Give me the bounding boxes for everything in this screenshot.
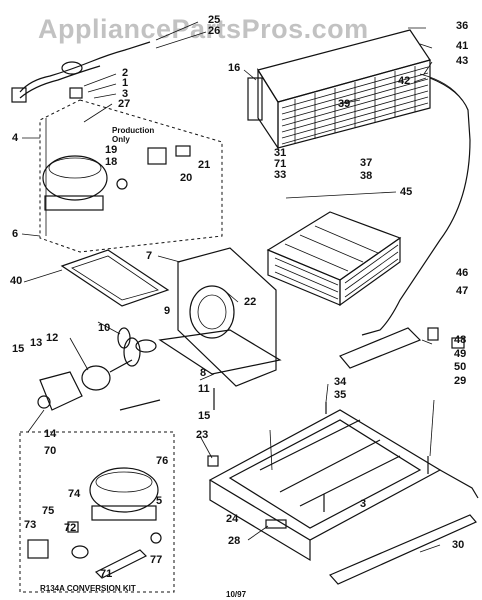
callout-19[interactable]: 19 — [105, 144, 118, 156]
callout-6[interactable]: 6 — [12, 228, 19, 240]
callout-26[interactable]: 26 — [208, 25, 221, 37]
callout-46[interactable]: 46 — [456, 267, 469, 279]
callout-73[interactable]: 73 — [24, 519, 37, 531]
callout-24[interactable]: 24 — [226, 513, 239, 525]
callout-42[interactable]: 42 — [398, 75, 411, 87]
callout-21[interactable]: 21 — [198, 159, 211, 171]
callout-16[interactable]: 16 — [228, 62, 241, 74]
watermark: AppliancePartsPros.com — [38, 14, 369, 44]
callout-13[interactable]: 13 — [30, 337, 43, 349]
callout-2[interactable]: 2 — [122, 67, 129, 79]
kit-compressor — [27, 467, 162, 579]
callout-30[interactable]: 30 — [452, 539, 465, 551]
callout-45[interactable]: 45 — [400, 186, 413, 198]
callout-33[interactable]: 33 — [274, 169, 287, 181]
callout-4[interactable]: 4 — [12, 132, 19, 144]
drain-pan — [60, 249, 170, 307]
callout-76[interactable]: 76 — [156, 455, 169, 467]
callout-7[interactable]: 7 — [146, 250, 153, 262]
callout-23[interactable]: 23 — [196, 429, 209, 441]
callout-9[interactable]: 9 — [164, 305, 171, 317]
fan-motor — [37, 359, 133, 411]
callout-77[interactable]: 77 — [150, 554, 163, 566]
callout-49[interactable]: 49 — [454, 348, 467, 360]
callout-11[interactable]: 11 — [198, 383, 210, 395]
callout-40[interactable]: 40 — [10, 275, 23, 287]
callout-75[interactable]: 75 — [42, 505, 55, 517]
callout-18[interactable]: 18 — [105, 156, 118, 168]
callout-47[interactable]: 47 — [456, 285, 469, 297]
callout-5[interactable]: 5 — [156, 495, 163, 507]
callout-22[interactable]: 22 — [244, 296, 257, 308]
callout-25[interactable]: 25 — [208, 14, 221, 26]
date-code: 10/97 — [226, 590, 247, 599]
callout-74[interactable]: 74 — [68, 488, 81, 500]
callout-48[interactable]: 48 — [454, 334, 467, 346]
callout-29[interactable]: 29 — [454, 375, 467, 387]
callout-35[interactable]: 35 — [334, 389, 347, 401]
callout-38[interactable]: 38 — [360, 170, 373, 182]
callout-36[interactable]: 36 — [456, 20, 469, 32]
callout-41[interactable]: 41 — [456, 40, 469, 52]
production-only-box — [39, 99, 223, 253]
callout-71-upper[interactable]: 71 — [274, 158, 287, 170]
fan-blade — [117, 327, 157, 367]
callout-1[interactable]: 1 — [122, 77, 129, 89]
callout-15-center[interactable]: 15 — [198, 410, 211, 422]
callout-31[interactable]: 31 — [274, 147, 287, 159]
evaporator-coil — [266, 211, 402, 307]
callout-10[interactable]: 10 — [98, 322, 111, 334]
callout-12[interactable]: 12 — [46, 332, 59, 344]
callout-28[interactable]: 28 — [228, 535, 241, 547]
conversion-kit-box — [19, 431, 175, 593]
callout-72[interactable]: 72 — [64, 522, 77, 534]
callout-14[interactable]: 14 — [44, 428, 57, 440]
callout-43[interactable]: 43 — [456, 55, 469, 67]
fan-shroud — [158, 247, 282, 387]
compressor-upper — [42, 118, 108, 236]
callout-50[interactable]: 50 — [454, 361, 467, 373]
callout-3[interactable]: 3 — [122, 88, 129, 100]
callout-39[interactable]: 39 — [338, 98, 351, 110]
condenser-coil — [247, 29, 431, 150]
callout-27[interactable]: 27 — [118, 98, 131, 110]
callout-8[interactable]: 8 — [200, 367, 207, 379]
callout-70[interactable]: 70 — [44, 445, 57, 457]
callout-71-kit[interactable]: 71 — [100, 568, 113, 580]
conversion-kit-note: R134A CONVERSION KIT — [40, 584, 136, 593]
callout-20[interactable]: 20 — [180, 172, 193, 184]
callout-34[interactable]: 34 — [334, 376, 347, 388]
production-only-note: Production Only — [112, 126, 155, 144]
callout-15-left[interactable]: 15 — [12, 343, 25, 355]
base-frame — [207, 409, 479, 585]
callout-3-base[interactable]: 3 — [360, 498, 367, 510]
callout-37[interactable]: 37 — [360, 157, 373, 169]
